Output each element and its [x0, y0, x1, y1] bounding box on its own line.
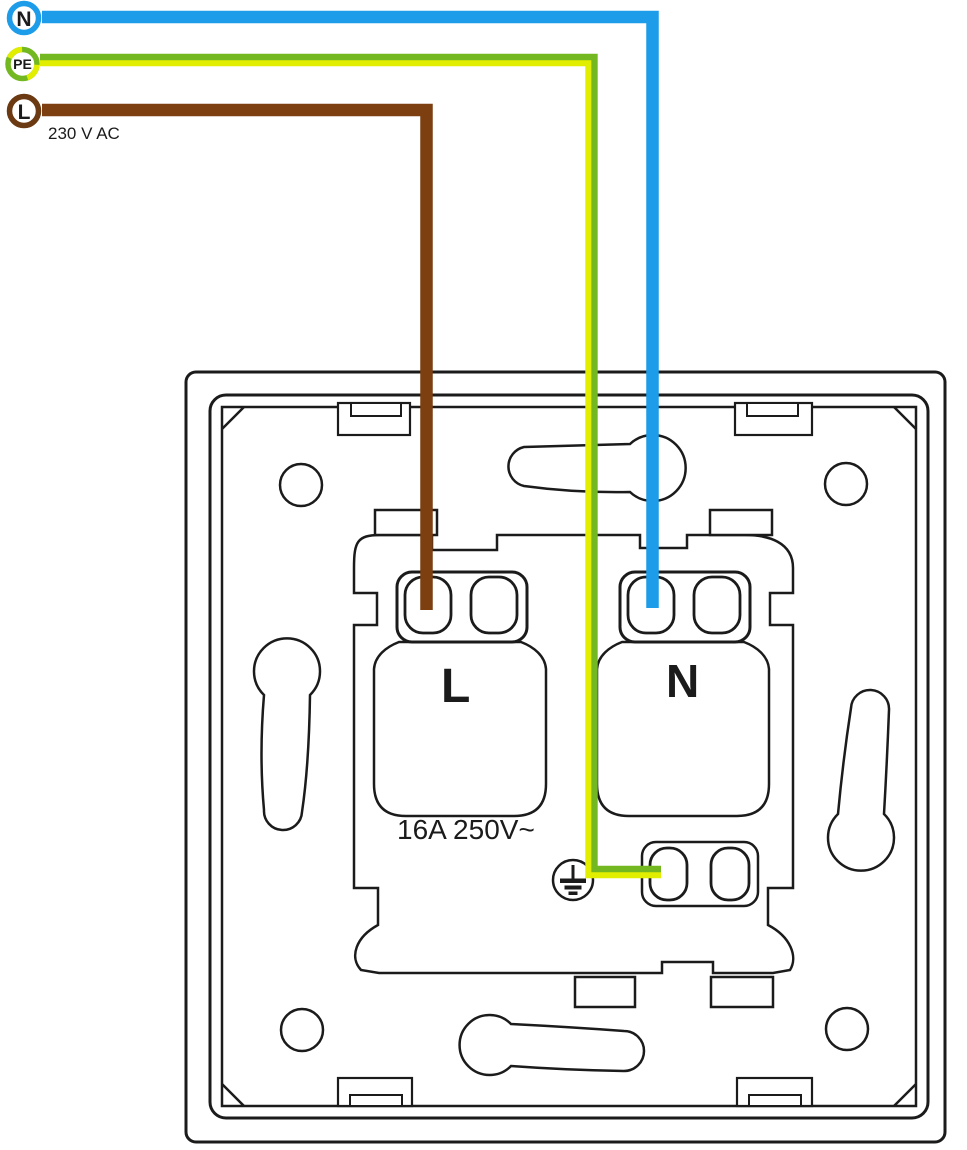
corner-cut-bottom-left: [221, 1083, 245, 1107]
neutral-badge: N: [6, 0, 42, 36]
neutral-terminal: N: [595, 570, 771, 818]
voltage-note: 230 V AC: [48, 124, 120, 143]
earth-badge-letter: PE: [13, 56, 32, 72]
keyhole-slot-left: [252, 637, 322, 832]
earth-badge: PE: [5, 46, 40, 82]
screw-holes: [278, 461, 870, 1053]
terminal-hole: [469, 575, 519, 635]
screw-hole: [279, 1007, 325, 1053]
legend: N PE L 230 V AC: [5, 0, 120, 143]
live-terminal-letter: L: [441, 660, 470, 713]
terminal-hole: [692, 575, 742, 635]
cable-clamp-bottom-left: [573, 975, 637, 1009]
screw-hole: [278, 462, 324, 508]
socket-mechanism: L N 16A 250V~: [352, 508, 795, 1009]
rating-label: 16A 250V~: [397, 814, 535, 845]
live-wire: [42, 103, 433, 610]
neutral-contact-body: [595, 640, 771, 818]
live-contact-body: [372, 640, 548, 818]
live-badge-letter: L: [18, 101, 31, 124]
mounting-tabs: [336, 401, 814, 1108]
keyhole-slot-right: [826, 688, 896, 872]
live-terminal: L: [372, 570, 548, 818]
earth-wire-yellow-stripe: [40, 59, 661, 879]
screw-hole: [823, 461, 869, 507]
terminal-hole: [709, 846, 751, 902]
neutral-terminal-letter: N: [666, 655, 699, 707]
cable-clamp-neutral: [708, 508, 774, 537]
neutral-wire: [42, 10, 659, 608]
corner-cut-top-right: [893, 406, 917, 430]
screw-hole: [824, 1006, 870, 1052]
corner-cut-top-left: [221, 406, 245, 430]
live-badge: L: [6, 93, 42, 129]
corner-cut-bottom-right: [893, 1083, 917, 1107]
keyhole-slots: [252, 433, 896, 1077]
keyhole-slot-bottom: [458, 1013, 646, 1077]
earth-terminal: [640, 840, 760, 908]
neutral-badge-letter: N: [16, 8, 31, 31]
earth-ground-icon: [551, 858, 595, 902]
earth-wire-green-stripe: [40, 53, 661, 873]
cable-clamp-bottom-right: [709, 975, 775, 1009]
supply-wires: [40, 10, 661, 879]
